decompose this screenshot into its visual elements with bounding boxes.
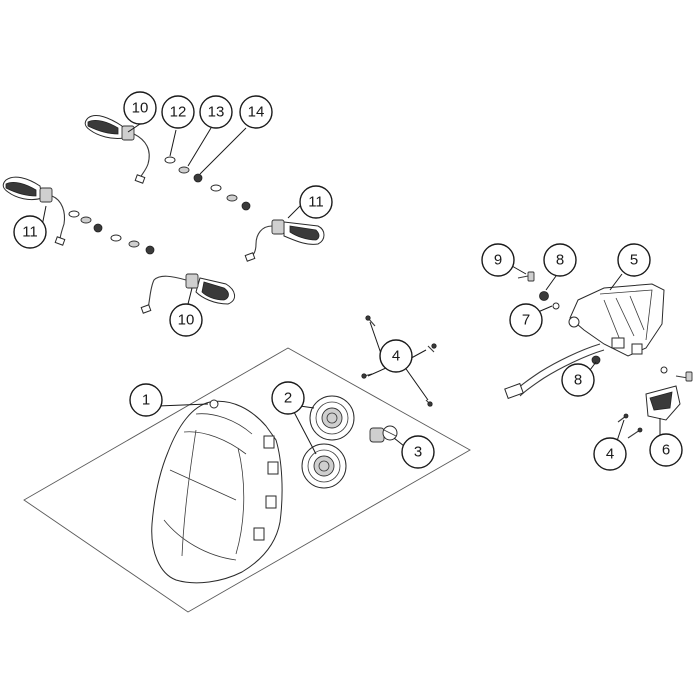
screw-set-lower xyxy=(617,413,643,439)
callout-label: 2 xyxy=(284,390,292,407)
callout-label: 9 xyxy=(494,252,502,269)
callout-label: 4 xyxy=(606,446,614,463)
callout-label: 13 xyxy=(208,104,225,121)
callout-label: 4 xyxy=(392,348,400,365)
callout-label: 8 xyxy=(556,252,564,269)
callout-8-upper: 8 xyxy=(543,243,577,277)
headlight-housing xyxy=(151,399,283,584)
callout-4-upper: 4 xyxy=(379,339,413,373)
callout-label: 14 xyxy=(248,104,265,121)
indicator-front-right xyxy=(244,219,325,262)
callout-label: 3 xyxy=(414,444,422,461)
callout-6: 6 xyxy=(649,433,683,467)
screw-set-upper xyxy=(361,315,437,407)
washer-chain-upper xyxy=(164,156,251,211)
callout-11-left: 11 xyxy=(13,215,47,249)
callout-1: 1 xyxy=(129,383,163,417)
callout-4-lower: 4 xyxy=(593,437,627,471)
callout-13: 13 xyxy=(199,95,233,129)
callout-11-right: 11 xyxy=(299,185,333,219)
callout-9: 9 xyxy=(481,243,515,277)
callout-10-lower: 10 xyxy=(169,303,203,337)
rear-bracket xyxy=(568,283,665,357)
callout-10-upper: 10 xyxy=(123,91,157,125)
callout-label: 10 xyxy=(132,100,149,117)
callout-2: 2 xyxy=(271,381,305,415)
indicator-front-left xyxy=(84,115,150,184)
lamp-unit-upper xyxy=(309,395,355,441)
callout-5: 5 xyxy=(617,243,651,277)
callout-label: 8 xyxy=(574,372,582,389)
callout-7: 7 xyxy=(509,303,543,337)
callout-label: 7 xyxy=(522,312,530,329)
callout-label: 11 xyxy=(22,224,38,241)
indicator-rear-right xyxy=(140,273,235,314)
callout-8-lower: 8 xyxy=(561,363,595,397)
callout-12: 12 xyxy=(161,95,195,129)
assembly-plane xyxy=(23,347,471,613)
washer-chain-lower xyxy=(68,210,155,255)
callout-label: 1 xyxy=(142,392,150,409)
callout-label: 11 xyxy=(308,194,324,211)
callout-label: 6 xyxy=(662,442,670,459)
callout-label: 5 xyxy=(630,252,638,269)
connector-plug xyxy=(504,382,524,400)
callout-label: 10 xyxy=(178,312,195,329)
callout-14: 14 xyxy=(239,95,273,129)
bracket-hardware xyxy=(517,271,693,382)
lamp-unit-lower xyxy=(301,443,347,489)
bulb xyxy=(369,425,398,443)
callout-label: 12 xyxy=(170,104,187,121)
callout-3: 3 xyxy=(401,435,435,469)
plate-light xyxy=(645,385,681,421)
indicator-rear-left xyxy=(2,176,66,246)
